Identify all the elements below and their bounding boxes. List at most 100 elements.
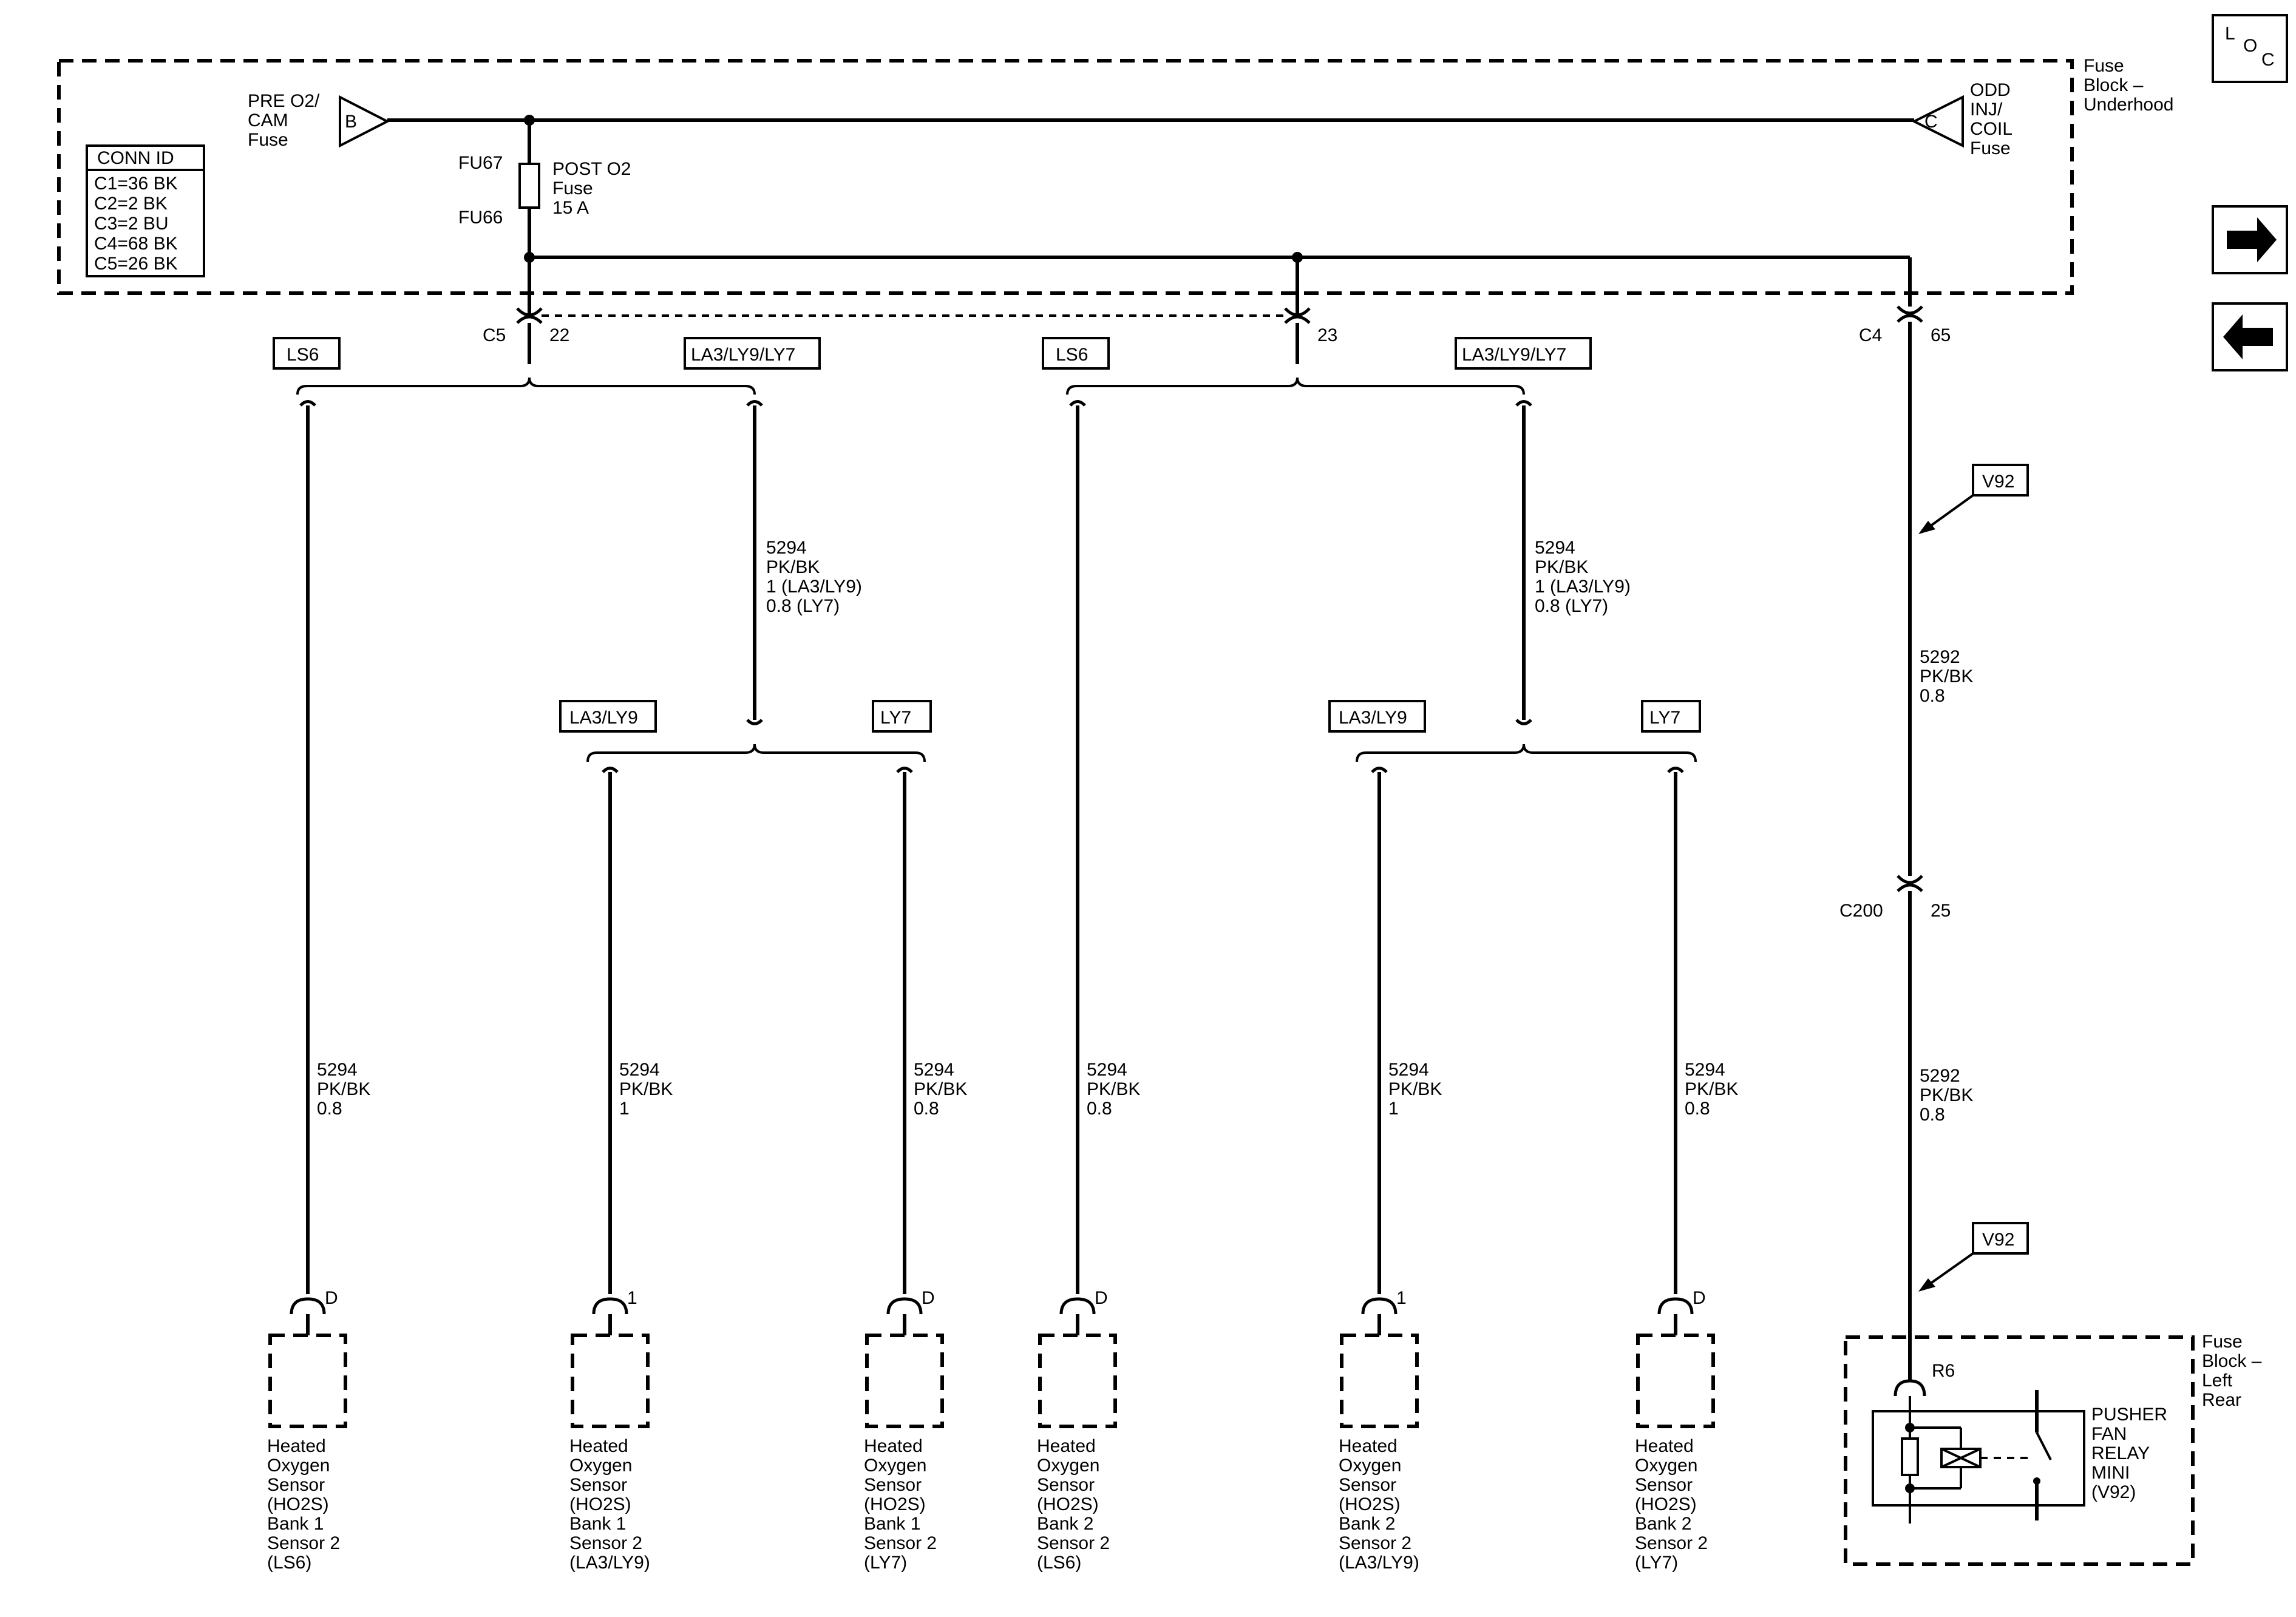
fuse-bottom-id: FU66 [458, 208, 503, 228]
option-tag-v92: V92 [1982, 1230, 2014, 1250]
sensor-label: Bank 1 [864, 1514, 920, 1534]
sensor: 1 Heated Oxygen Sensor (HO2S) Bank 1 Sen… [569, 1288, 650, 1573]
sensor-label: Heated [569, 1436, 628, 1456]
wire-label: PK/BK [619, 1079, 673, 1099]
wire-label: PK/BK [766, 557, 820, 577]
sensor-label: Sensor 2 [569, 1533, 642, 1553]
option-tag-ls6: LS6 [287, 345, 319, 365]
output-label-2: INJ/ [1970, 100, 2003, 120]
sensor-pin: D [1693, 1288, 1706, 1308]
wire-label: 0.8 (LY7) [1535, 596, 1608, 616]
sensor-label: (HO2S) [569, 1494, 631, 1514]
conn-id-row: C4=68 BK [94, 234, 178, 254]
wire-label: 5294 [914, 1060, 954, 1080]
post-o2-fuse: FU67 FU66 POST O2 Fuse 15 A [458, 120, 631, 316]
connector-c5-22: C5 22 [483, 307, 569, 345]
c5-name: C5 [483, 325, 506, 345]
sensor-label: Bank 1 [569, 1514, 626, 1534]
sensor-label: Heated [864, 1436, 923, 1456]
fuse-block-underhood: Fuse Block – Underhood CONN ID C1=36 BK … [57, 56, 2173, 316]
fuse-block-left-rear-label: Fuse [2202, 1332, 2243, 1352]
wire-label: 1 [1388, 1099, 1399, 1119]
pin-23-label: 23 [1317, 325, 1337, 345]
wire-label: 0.8 [1920, 686, 1945, 706]
relay-label: PUSHER [2091, 1405, 2167, 1425]
sensor-label: (HO2S) [1037, 1494, 1099, 1514]
sensor-label: Oxygen [267, 1456, 330, 1476]
wire-label: 5294 [766, 538, 807, 558]
sensor-pin: D [1095, 1288, 1108, 1308]
sensor-label: Bank 1 [267, 1514, 324, 1534]
fuse-label-2: Fuse [552, 178, 593, 198]
sensor-label: (HO2S) [1635, 1494, 1697, 1514]
conn-id-row: C5=26 BK [94, 254, 178, 274]
wire-label: PK/BK [317, 1079, 370, 1099]
wire-label: 0.8 [1685, 1099, 1710, 1119]
next-page-arrow-icon[interactable] [2212, 205, 2288, 274]
relay-label: (V92) [2091, 1482, 2136, 1502]
sensor-label: Bank 2 [1339, 1514, 1395, 1534]
connector-pin-23: 23 [1284, 307, 1337, 345]
sensor-label: Sensor [864, 1475, 922, 1495]
option-tag-la3-ly9: LA3/LY9 [569, 708, 638, 728]
sensor-label: Sensor [267, 1475, 325, 1495]
sensor-label: Sensor [1037, 1475, 1095, 1495]
wire-label: 0.8 (LY7) [766, 596, 840, 616]
input-terminal-letter: B [345, 112, 357, 132]
sensor-label: Sensor 2 [1037, 1533, 1110, 1553]
connector-c4-65: C4 65 [1859, 305, 1951, 345]
sensor-label: Bank 2 [1635, 1514, 1691, 1534]
option-tag-la3-ly9: LA3/LY9 [1339, 708, 1407, 728]
relay-pin: R6 [1932, 1361, 1955, 1381]
fuse-block-underhood-outline [57, 59, 2074, 295]
fuse-label-3: 15 A [552, 198, 589, 218]
output-label-3: COIL [1970, 119, 2012, 139]
fuse-block-left-rear-label: Block – [2202, 1351, 2262, 1371]
output-label-4: Fuse [1970, 138, 2011, 158]
wire-label: PK/BK [1685, 1079, 1738, 1099]
conn-id-row: C1=36 BK [94, 174, 178, 194]
sensor-label: (HO2S) [864, 1494, 926, 1514]
sensor-label: (LA3/LY9) [1339, 1553, 1419, 1573]
sensor-label: Oxygen [1037, 1456, 1099, 1476]
fuse-block-left-rear-label: Left [2202, 1371, 2233, 1391]
sensor-label: (LY7) [864, 1553, 907, 1573]
input-label-2: CAM [248, 110, 288, 131]
loc-icon[interactable]: L O C [2212, 14, 2288, 83]
wire-label: 0.8 [317, 1099, 342, 1119]
fuse-block-underhood-label-2: Block – [2084, 75, 2144, 95]
conn-id-table: CONN ID C1=36 BK C2=2 BK C3=2 BU C4=68 B… [86, 144, 205, 277]
wire-label: 0.8 [1920, 1105, 1945, 1125]
sensor-label: Oxygen [569, 1456, 632, 1476]
sensor-label: (LA3/LY9) [569, 1553, 650, 1573]
sensor-label: Heated [1339, 1436, 1398, 1456]
sensor-label: Sensor 2 [1635, 1533, 1708, 1553]
wire-label: PK/BK [1920, 1085, 1973, 1105]
sensor-pin: 1 [627, 1288, 637, 1308]
conn-id-row: C3=2 BU [94, 214, 169, 234]
wire-label: 0.8 [914, 1099, 939, 1119]
sensor-label: Heated [1635, 1436, 1694, 1456]
wire-label: 5294 [317, 1060, 358, 1080]
v92-branch: V92 5292 PK/BK 0.8 C200 25 5292 PK/BK 0.… [1839, 322, 2029, 1381]
fuse-block-left-rear: Fuse Block – Left Rear R6 PUSHER FAN REL… [1844, 1332, 2262, 1566]
sensor: D Heated Oxygen Sensor (HO2S) Bank 1 Sen… [267, 1288, 347, 1573]
sensor-label: Bank 2 [1037, 1514, 1093, 1534]
fuse-block-underhood-label-3: Underhood [2084, 95, 2173, 115]
wire-label: 1 [619, 1099, 630, 1119]
sensor-label: (LY7) [1635, 1553, 1678, 1573]
c4-pin: 65 [1931, 325, 1951, 345]
sensor-label: Sensor [1339, 1475, 1396, 1495]
sensor-label: (LS6) [267, 1553, 311, 1573]
sensor-label: Sensor [1635, 1475, 1693, 1495]
wire-label: PK/BK [914, 1079, 967, 1099]
relay-label: FAN [2091, 1424, 2127, 1444]
pusher-fan-relay [1872, 1390, 2085, 1524]
option-tag-ls6: LS6 [1056, 345, 1088, 365]
option-tag-la3-ly9-ly7: LA3/LY9/LY7 [691, 345, 795, 365]
previous-page-arrow-icon[interactable] [2212, 302, 2288, 371]
sensor: 1 Heated Oxygen Sensor (HO2S) Bank 2 Sen… [1339, 1288, 1419, 1573]
sensor-label: (HO2S) [267, 1494, 329, 1514]
loc-letter: C [2261, 50, 2275, 70]
wire-label: PK/BK [1087, 1079, 1140, 1099]
